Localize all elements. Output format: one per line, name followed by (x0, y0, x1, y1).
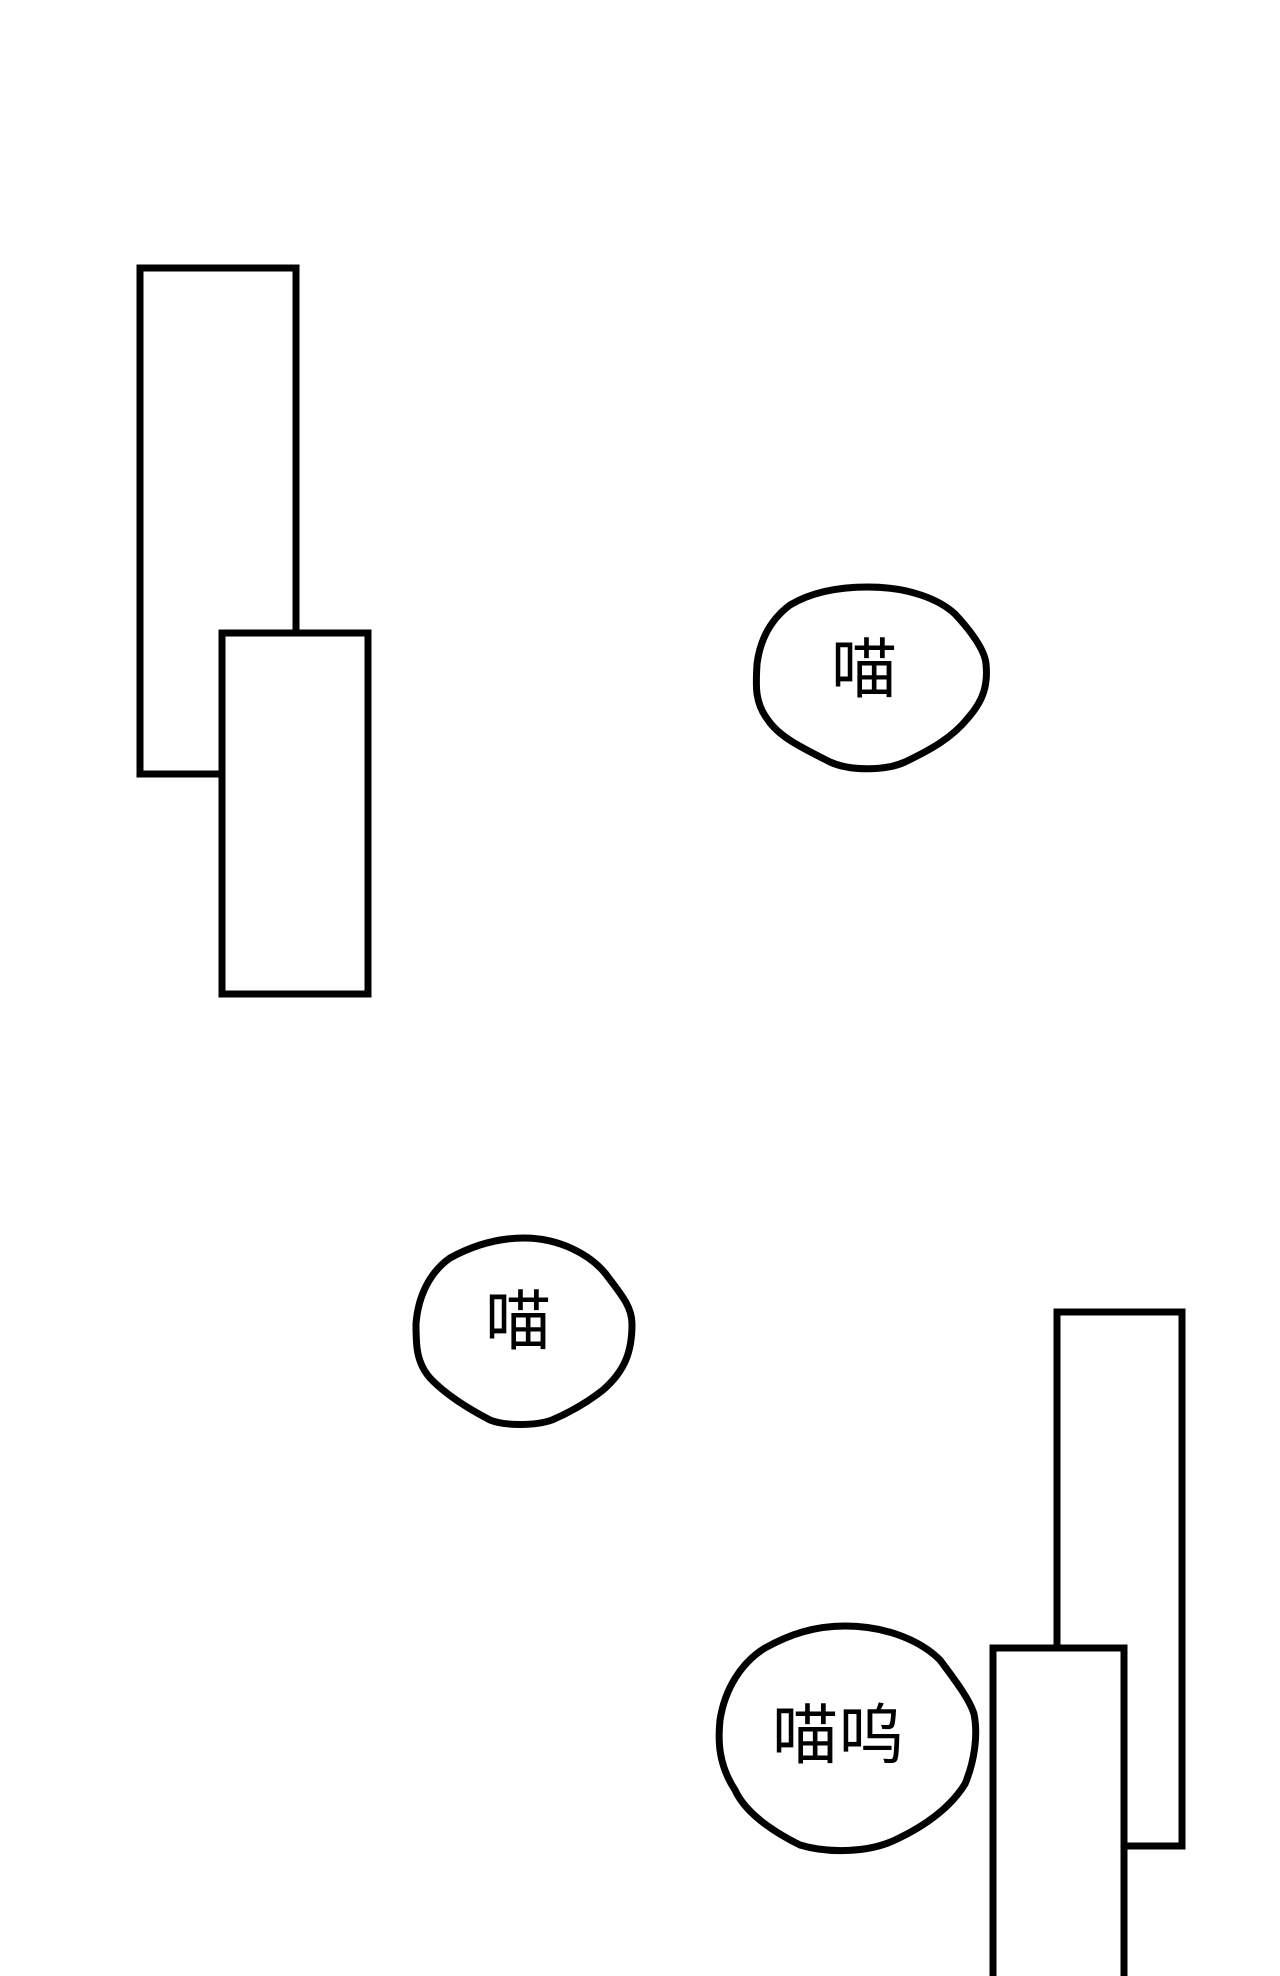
speech-bubble-1-text: 喵 (831, 631, 897, 708)
panel-frame-bottom-right-overlap (989, 1644, 1128, 1976)
speech-bubble-1-outline (752, 583, 990, 773)
speech-bubble-2-text: 喵 (485, 1283, 551, 1360)
panel-frame-top-left-tall (136, 264, 300, 778)
panel-frame-top-left-overlap (218, 629, 372, 998)
speech-bubble-3-outline (715, 1622, 980, 1855)
speech-bubble-3-text: 喵呜 (772, 1697, 904, 1774)
speech-bubble-2-outline (412, 1234, 636, 1428)
